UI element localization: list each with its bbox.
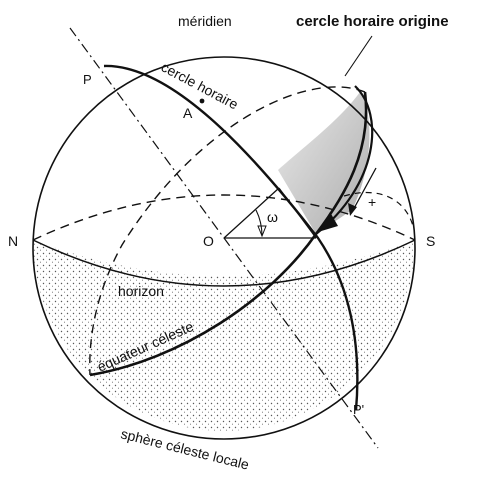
label-cercle-horaire-origine: cercle horaire origine (296, 13, 449, 30)
origin-label-leader (345, 36, 372, 76)
label-north: N (8, 233, 18, 249)
label-point-a: A (183, 105, 193, 121)
label-origin-o: O (203, 233, 214, 249)
point-a-marker (200, 99, 205, 104)
label-pole-p-prime: P' (353, 402, 364, 417)
label-omega: ω (267, 209, 278, 225)
label-plus: + (368, 194, 376, 210)
label-cercle-horaire: cercle horaire (159, 59, 242, 113)
label-horizon: horizon (118, 283, 164, 299)
label-sphere: sphère céleste locale (119, 425, 251, 472)
label-south: S (426, 233, 435, 249)
label-pole-p: P (83, 72, 92, 87)
omega-arc (256, 210, 262, 236)
label-meridien: méridien (178, 13, 232, 29)
